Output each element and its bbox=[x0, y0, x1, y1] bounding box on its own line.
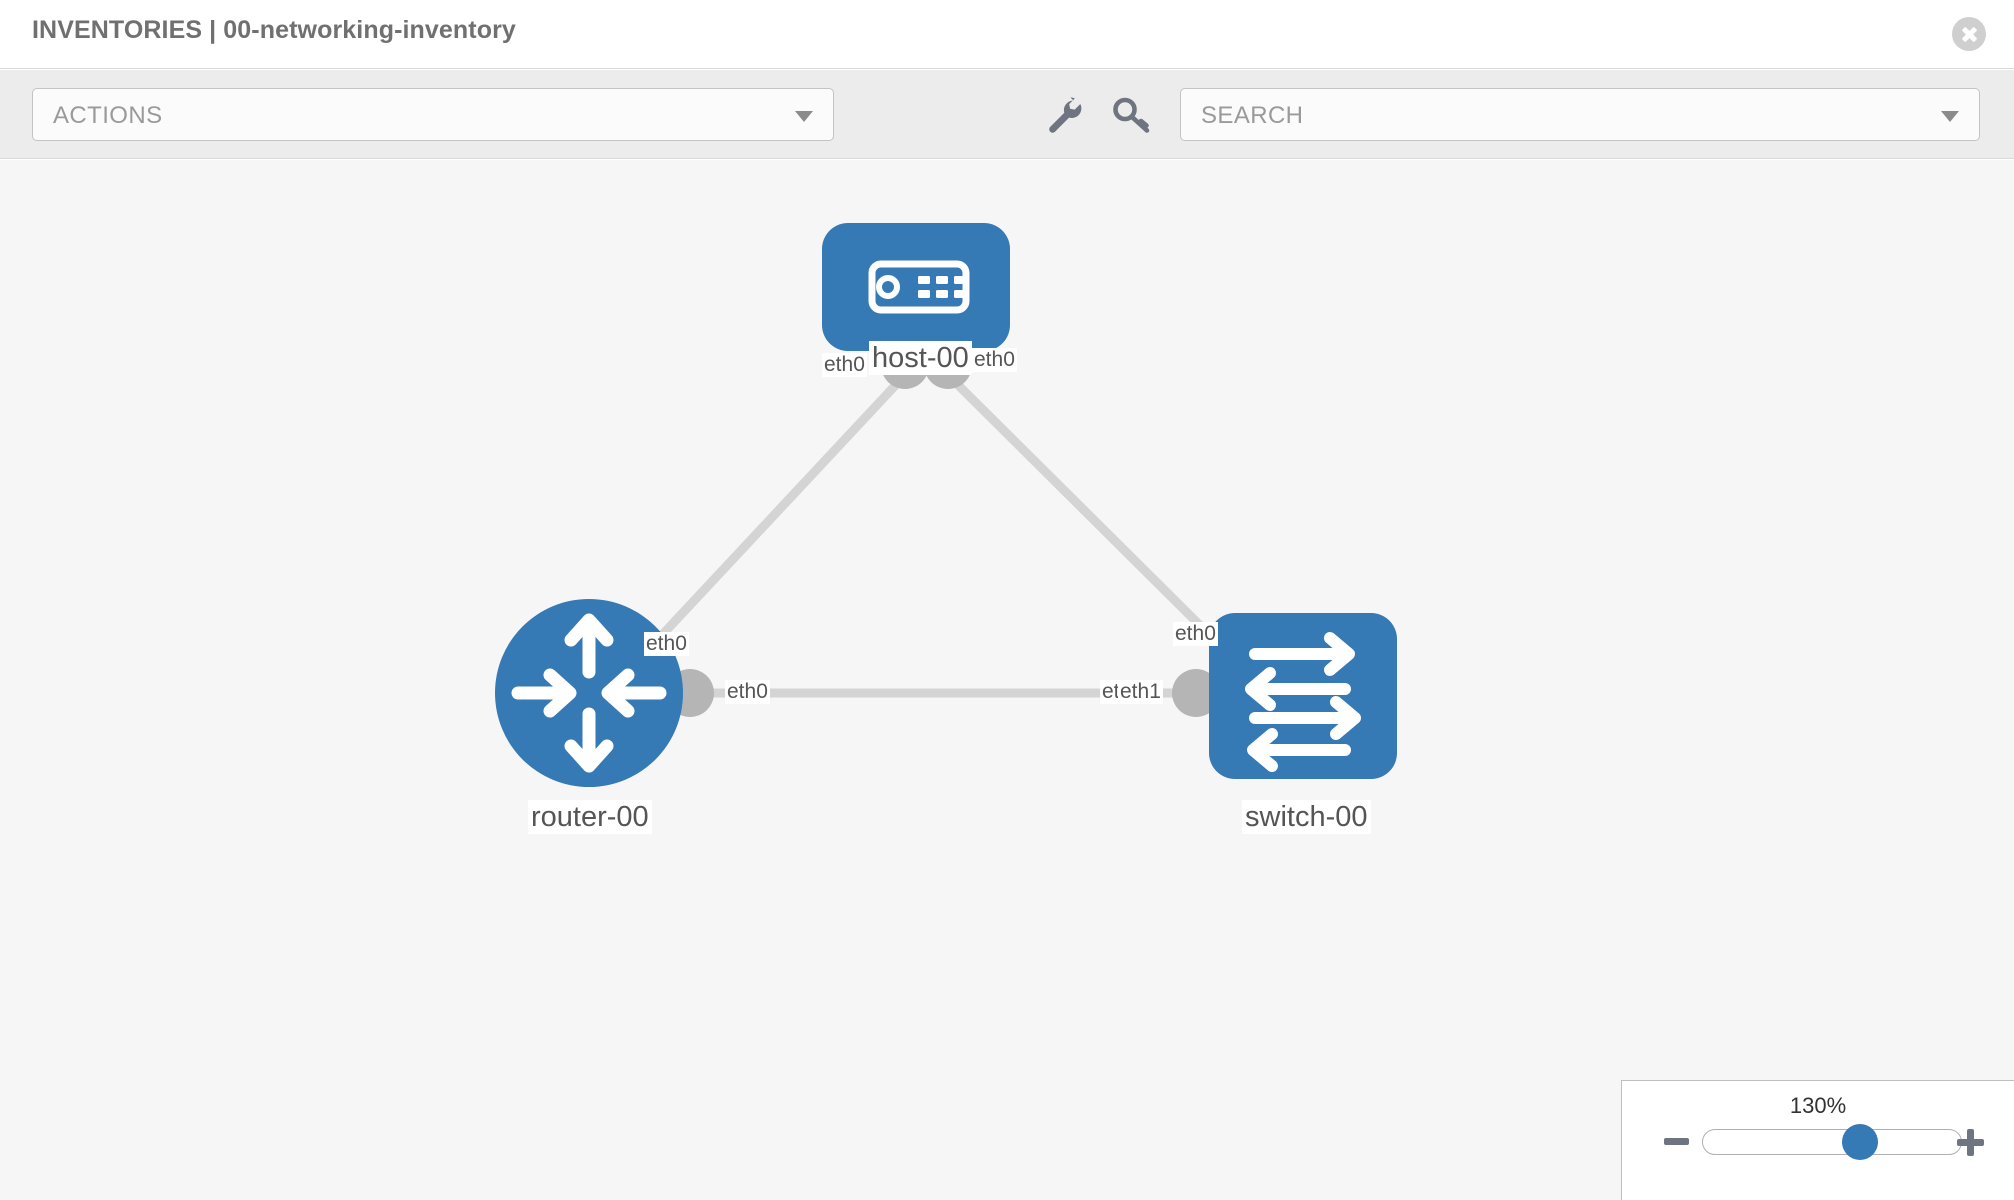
node-label-router-00: router-00 bbox=[528, 800, 652, 835]
node-switch-00 bbox=[1209, 613, 1397, 779]
topology-canvas[interactable]: eth0 eth0 eth0 eth0 eth0 eth0 eth1 host-… bbox=[0, 160, 2014, 1200]
server-appliance-icon bbox=[868, 260, 970, 314]
node-label-switch-00: switch-00 bbox=[1242, 800, 1371, 835]
chevron-down-icon[interactable] bbox=[1941, 111, 1959, 122]
zoom-slider[interactable] bbox=[1702, 1124, 1962, 1160]
topology-toolbar: ACTIONS SEARCH bbox=[0, 70, 2014, 159]
iface-label-host-left: eth0 bbox=[822, 353, 867, 378]
topology-edges bbox=[616, 371, 1259, 698]
node-router-00 bbox=[495, 599, 683, 787]
iface-label-switch-left: eth1 bbox=[1118, 680, 1163, 705]
switch-arrows-icon bbox=[1245, 632, 1361, 772]
iface-label-router-right: eth0 bbox=[725, 680, 770, 705]
zoom-in-button[interactable] bbox=[1957, 1129, 1984, 1156]
page-header: INVENTORIES | 00-networking-inventory bbox=[0, 0, 2014, 69]
router-arrows-icon bbox=[511, 613, 667, 773]
connector-switch-left bbox=[1172, 669, 1220, 717]
edge-host-router bbox=[616, 371, 909, 684]
iface-label-router-up: eth0 bbox=[644, 632, 689, 657]
page-title: INVENTORIES | 00-networking-inventory bbox=[32, 16, 516, 44]
node-label-host-00: host-00 bbox=[869, 341, 972, 376]
iface-label-switch-up: eth0 bbox=[1173, 622, 1218, 647]
zoom-level-label: 130% bbox=[1789, 1093, 1847, 1118]
actions-dropdown[interactable]: ACTIONS bbox=[32, 88, 834, 141]
zoom-control-panel: 130% bbox=[1621, 1080, 2014, 1200]
iface-label-host-right: eth0 bbox=[972, 348, 1017, 373]
chevron-down-icon bbox=[795, 111, 813, 122]
zoom-out-button[interactable] bbox=[1664, 1138, 1689, 1145]
search-placeholder: SEARCH bbox=[1201, 102, 1304, 129]
topology-graph bbox=[495, 223, 1397, 787]
key-icon[interactable] bbox=[1108, 92, 1154, 138]
topology-connectors bbox=[606, 341, 1261, 717]
close-icon[interactable] bbox=[1952, 17, 1986, 51]
actions-dropdown-label: ACTIONS bbox=[53, 102, 163, 129]
node-host-00 bbox=[822, 223, 1010, 351]
search-input[interactable]: SEARCH bbox=[1180, 88, 1980, 141]
zoom-slider-thumb[interactable] bbox=[1842, 1124, 1878, 1160]
wrench-icon[interactable] bbox=[1040, 92, 1086, 138]
